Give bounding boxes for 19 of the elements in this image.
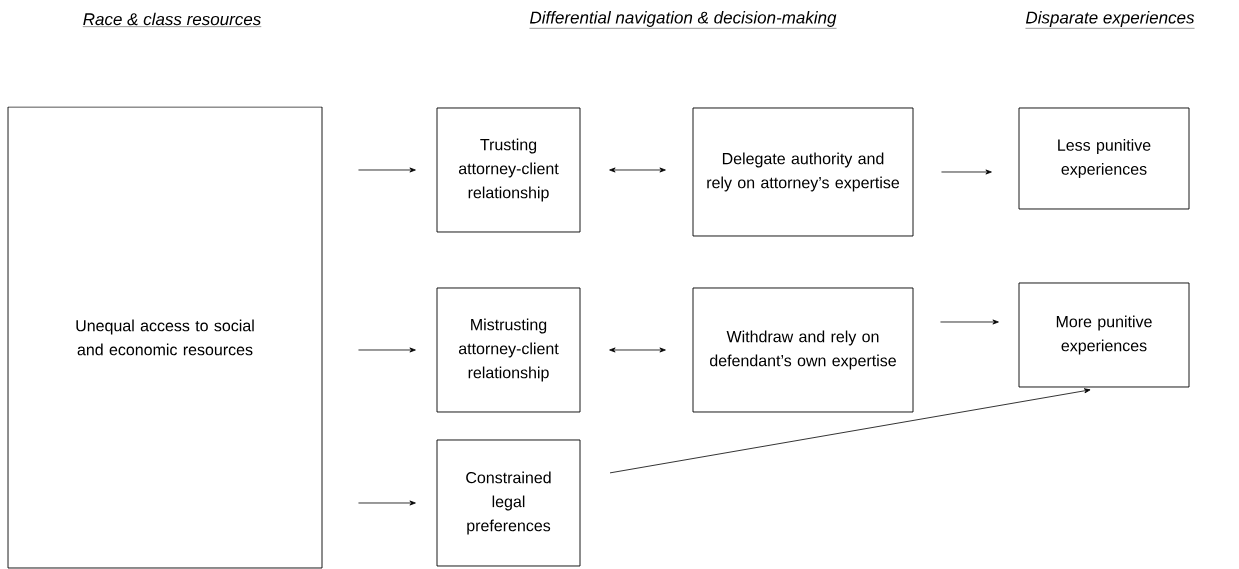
arrow (358, 347, 416, 353)
process-box: Trusting attorney-client relationship (436, 107, 581, 233)
arrow (941, 169, 992, 175)
process-box: Delegate authority and rely on attorney’s expertise (692, 107, 914, 237)
process-box: Withdraw and rely on defendant’s own expertise (692, 287, 914, 413)
arrow (609, 347, 666, 353)
arrow (609, 388, 1091, 474)
column-heading: Differential navigation & decision-making (529, 11, 837, 29)
arrow (609, 167, 666, 173)
process-box: Mistrusting attorney-client relationship (436, 287, 581, 413)
arrow (940, 319, 999, 325)
arrow (358, 167, 416, 173)
process-box: More punitive experiences (1018, 282, 1190, 388)
column-heading: Disparate experiences (1025, 11, 1195, 29)
process-box: Less punitive experiences (1018, 107, 1190, 210)
process-box: Constrained legal preferences (436, 439, 581, 567)
column-heading: Race & class resources (82, 12, 262, 27)
process-box: Unequal access to social and economic resources (7, 106, 323, 569)
arrow (358, 500, 416, 506)
